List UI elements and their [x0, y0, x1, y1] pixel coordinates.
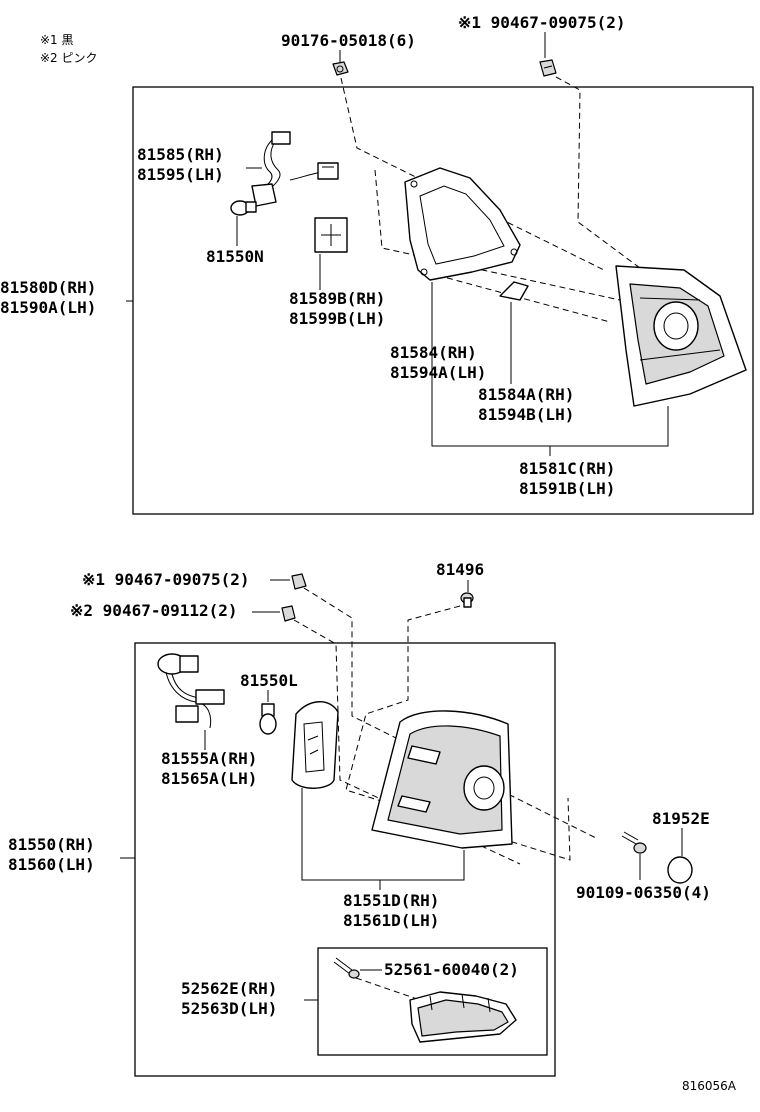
reflex-screw-icon — [333, 957, 360, 979]
label-assy-upper-rh: 81580D(RH) — [0, 278, 96, 297]
label-assy-lower-rh: 81550(RH) — [8, 835, 95, 854]
label-bulb-81550n: 81550N — [206, 247, 264, 266]
label-lower-clip2: ※2 90467-09112(2) — [70, 601, 238, 620]
bulb-81550l-icon — [259, 703, 277, 735]
label-reflex-lh: 52563D(LH) — [181, 999, 277, 1018]
note-2: ※2 ピンク — [40, 51, 98, 65]
label-pad-lh: 81594B(LH) — [478, 405, 574, 424]
note-1: ※1 黒 — [40, 33, 74, 47]
label-nut-81496: 81496 — [436, 560, 484, 579]
label-lower-socket-rh: 81555A(RH) — [161, 749, 257, 768]
clip-top-icon — [539, 59, 557, 77]
bulb-81550n-icon — [230, 200, 257, 216]
label-lens-lower-lh: 81561D(LH) — [343, 911, 439, 930]
bracket-lens-lower — [301, 788, 465, 881]
label-socket-lh: 81595(LH) — [137, 165, 224, 184]
label-reflex-rh: 52562E(RH) — [181, 979, 277, 998]
label-lower-socket-lh: 81565A(LH) — [161, 769, 257, 788]
lower-assembly-box — [134, 642, 556, 1077]
label-screw-90176: 90176-05018(6) — [281, 31, 416, 50]
label-sticker-icon — [314, 217, 348, 253]
label-gasket-rh: 81584(RH) — [390, 343, 477, 362]
label-bolt-90109: 90109-06350(4) — [576, 883, 711, 902]
label-bulb-81550l: 81550L — [240, 671, 298, 690]
label-clip-top: ※1 90467-09075(2) — [458, 13, 626, 32]
bolt-90109-icon — [621, 831, 647, 854]
label-assy-upper-lh: 81590A(LH) — [0, 298, 96, 317]
clip1-icon — [291, 573, 307, 590]
gasket-lower-icon — [291, 701, 339, 789]
guide-gasket-line — [374, 169, 621, 301]
guide-nut — [345, 605, 571, 861]
label-reflex-screw: 52561-60040(2) — [384, 960, 519, 979]
guide-clip-line — [555, 76, 641, 269]
cap-81952e-icon — [667, 856, 693, 884]
lens-lower-icon — [371, 710, 513, 849]
lower-socket-wiring-icon — [157, 653, 225, 729]
label-part-81952e: 81952E — [652, 809, 710, 828]
label-lens-upper-rh: 81581C(RH) — [519, 459, 615, 478]
label-socket-rh: 81585(RH) — [137, 145, 224, 164]
guide-screw-line — [340, 77, 605, 271]
label-lower-clip1: ※1 90467-09075(2) — [82, 570, 250, 589]
clip2-icon — [281, 605, 296, 622]
socket-wiring-icon — [251, 131, 339, 207]
nut-81496-icon — [460, 592, 474, 608]
lens-upper-icon — [615, 265, 747, 407]
label-sticker-rh: 81589B(RH) — [289, 289, 385, 308]
guide-lower-line — [417, 269, 611, 323]
label-lens-lower-rh: 81551D(RH) — [343, 891, 439, 910]
label-pad-rh: 81584A(RH) — [478, 385, 574, 404]
reflector-subassembly-box — [317, 947, 548, 1056]
label-gasket-lh: 81594A(LH) — [390, 363, 486, 382]
screw-90176-icon — [332, 61, 349, 76]
illustration-code: 816056A — [682, 1079, 737, 1093]
pad-81584a-icon — [499, 281, 529, 301]
reflex-reflector-icon — [409, 991, 517, 1043]
label-lens-upper-lh: 81591B(LH) — [519, 479, 615, 498]
guide-reflex-screw — [355, 977, 421, 1001]
label-assy-lower-lh: 81560(LH) — [8, 855, 95, 874]
gasket-81584-icon — [404, 167, 521, 281]
label-sticker-lh: 81599B(LH) — [289, 309, 385, 328]
